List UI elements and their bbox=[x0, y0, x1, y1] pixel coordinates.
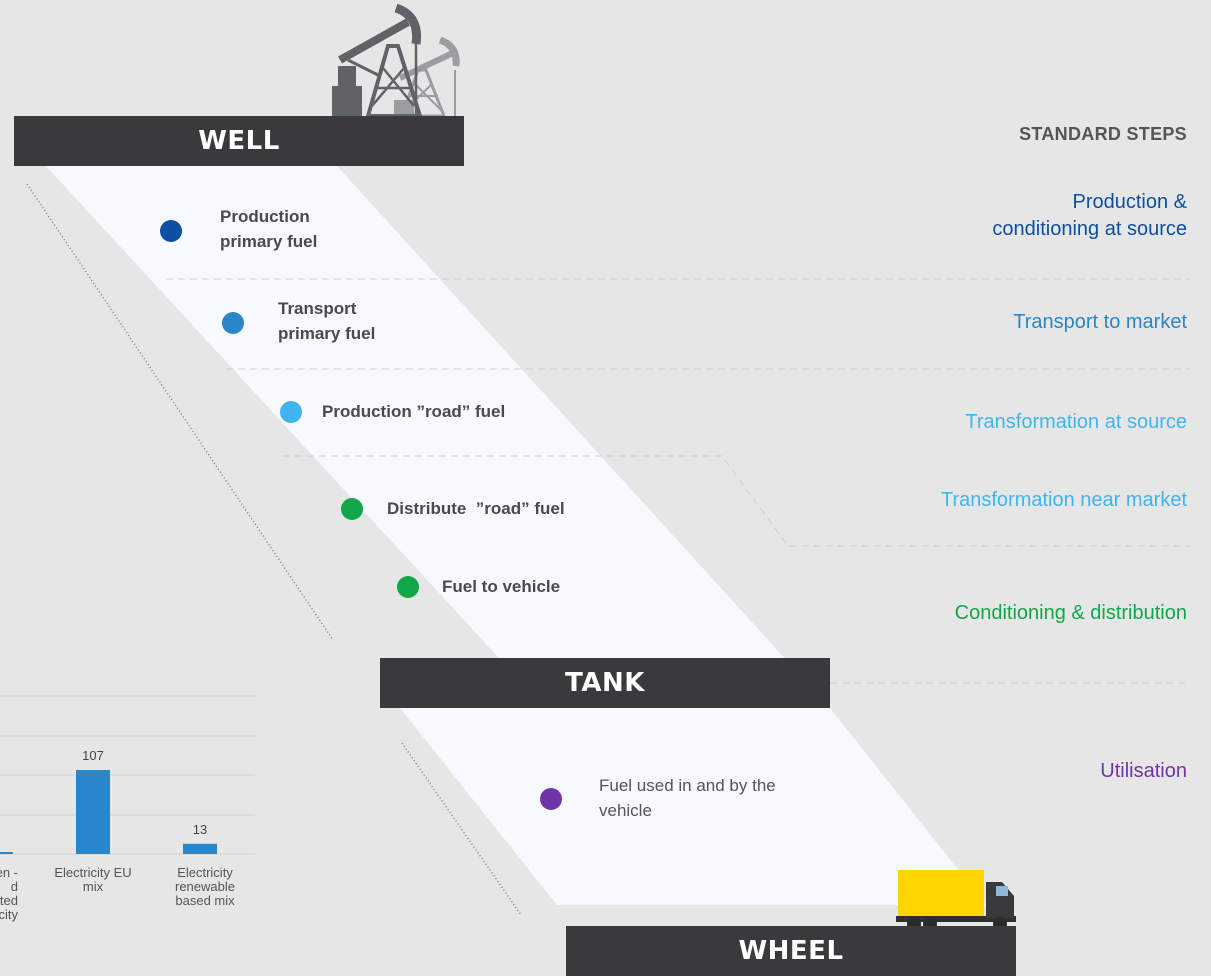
chart-category-label: en - d ted city bbox=[0, 865, 18, 922]
step-dot-distribute-road bbox=[341, 498, 363, 520]
step-distribute-road-fuel: Distribute ”road” fuel bbox=[387, 499, 565, 518]
chart-bar bbox=[183, 843, 217, 854]
well-to-tank-ribbon bbox=[46, 166, 830, 708]
dotted-guide-lines bbox=[26, 183, 522, 916]
separator-lines bbox=[166, 278, 1190, 684]
step-dot-fuel-to-vehicle bbox=[397, 576, 419, 598]
tank-stage-bar: TANK bbox=[380, 658, 830, 708]
standard-steps-title: STANDARD STEPS bbox=[1019, 124, 1187, 144]
std-step-transformation-source: Transformation at source bbox=[965, 411, 1187, 433]
step-dot-fuel-used bbox=[540, 788, 562, 810]
well-stage-bar: WELL bbox=[14, 116, 464, 166]
chart-bar bbox=[0, 852, 13, 854]
tank-to-wheel-ribbon bbox=[400, 708, 986, 905]
chart-category-label: Electricity renewable based mix bbox=[175, 865, 235, 908]
std-step-utilisation: Utilisation bbox=[1100, 760, 1187, 782]
truck-icon bbox=[896, 870, 1016, 931]
step-production-primary-fuel: Production primary fuel bbox=[220, 207, 318, 251]
std-step-transport-to-market: Transport to market bbox=[1013, 311, 1187, 333]
chart-bar bbox=[76, 770, 110, 854]
oil-pumpjack-icon bbox=[332, 3, 460, 118]
step-dot-transport-primary bbox=[222, 312, 244, 334]
chart-value-label: 107 bbox=[82, 748, 104, 763]
chart-category-label: Electricity EU mix bbox=[54, 865, 132, 894]
chart-value-label: 13 bbox=[192, 822, 208, 837]
std-step-production-conditioning: Production & conditioning at source bbox=[992, 191, 1187, 240]
step-transport-primary-fuel: Transport primary fuel bbox=[278, 299, 376, 343]
step-fuel-used-vehicle: Fuel used in and by the vehicle bbox=[599, 776, 776, 820]
step-dot-production-road bbox=[280, 401, 302, 423]
std-step-transformation-market: Transformation near market bbox=[940, 489, 1187, 511]
std-step-conditioning-distribution: Conditioning & distribution bbox=[954, 602, 1187, 624]
step-dot-production-primary bbox=[160, 220, 182, 242]
step-fuel-to-vehicle: Fuel to vehicle bbox=[442, 577, 561, 596]
step-production-road-fuel: Production ”road” fuel bbox=[322, 402, 506, 421]
wheel-stage-bar: WHEEL bbox=[566, 926, 1016, 976]
